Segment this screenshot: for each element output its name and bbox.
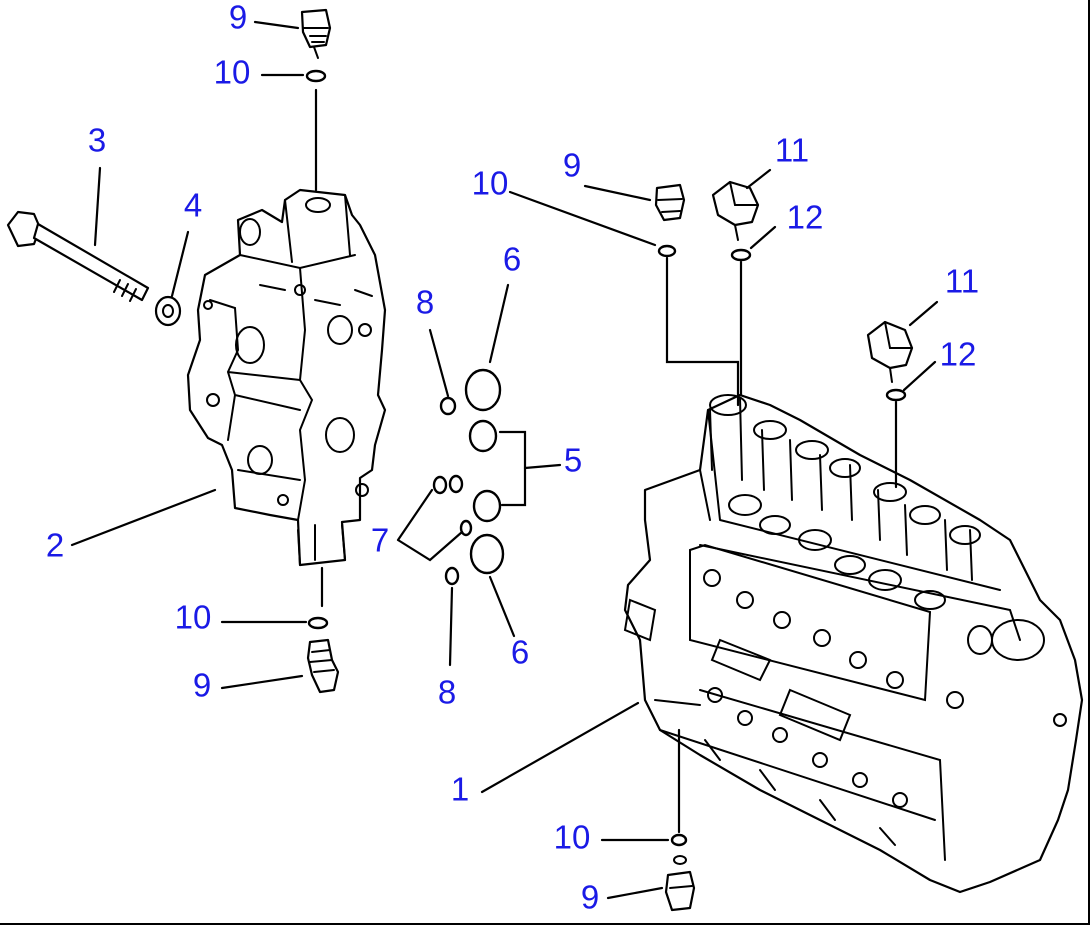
callout-7: 7 [371,522,389,559]
o-ring-10-top-left [305,69,327,83]
callout-5: 5 [564,442,582,479]
callout-10-top-right: 10 [472,165,509,202]
callout-2: 2 [46,527,64,564]
callout-9-top-left: 9 [229,0,247,36]
washer-4 [154,295,182,327]
callout-9-bottom-right: 9 [581,879,599,916]
callout-10-top-left: 10 [214,54,251,91]
o-ring-12-lower [885,388,907,402]
o-ring-6-upper [464,368,502,412]
switch-11-lower [866,320,914,383]
pressure-switch-9-top-right [654,183,686,222]
callout-4: 4 [184,187,202,224]
o-ring-6-lower [469,533,505,575]
callout-12-lower: 12 [940,336,977,373]
callout-8-upper: 8 [416,284,434,321]
callout-8-lower: 8 [438,674,456,711]
callout-6-lower: 6 [511,634,529,671]
o-ring-5-upper [468,419,498,453]
o-ring-10-bottom-right [670,833,688,847]
o-ring-10-bottom-left [307,616,329,630]
o-ring-10-top-right [657,244,677,258]
callout-6-upper: 6 [503,241,521,278]
pressure-switch-9-bottom-right [664,855,696,912]
o-ring-12-upper [730,248,752,262]
o-ring-7a [432,475,448,495]
leader-lines [70,20,939,900]
callout-9-top-right: 9 [563,147,581,184]
callout-10-bottom-right: 10 [554,819,591,856]
callout-9-bottom-left: 9 [193,667,211,704]
o-ring-7b [448,474,464,494]
callout-3: 3 [88,122,106,159]
callout-11-upper: 11 [775,132,809,169]
pressure-switch-9-top-left [300,8,332,59]
valve-section-2 [186,188,387,567]
o-ring-5-lower [472,489,502,523]
o-ring-7c [459,519,473,537]
bolt-3 [6,210,150,302]
callout-1: 1 [451,771,469,808]
callout-10-bottom-left: 10 [175,599,212,636]
pressure-switch-9-bottom-left [306,638,340,694]
callout-12-upper: 12 [787,199,824,236]
o-ring-8-lower [444,566,460,586]
switch-11-upper [711,180,760,241]
o-ring-8-upper [439,396,457,416]
main-control-valve-1 [623,393,1084,894]
callout-11-lower: 11 [945,263,979,300]
